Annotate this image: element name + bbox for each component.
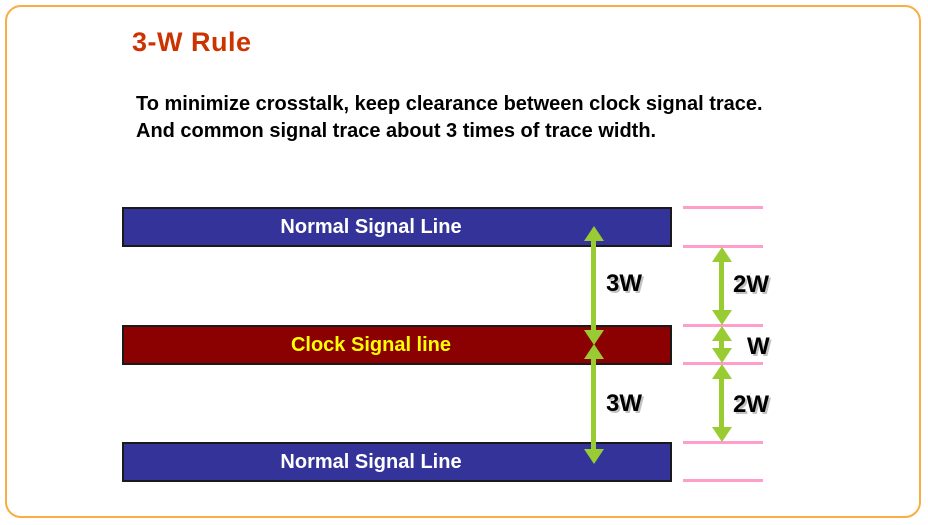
description-text: To minimize crosstalk, keep clearance be… (136, 91, 763, 145)
arrowhead-up-icon (712, 364, 732, 379)
bar-normal-signal-bottom-label: Normal Signal Line (280, 450, 462, 473)
label-3w-lower: 3W (606, 390, 642, 417)
arrow-3w-upper-icon (584, 226, 604, 345)
arrowhead-up-icon (712, 247, 732, 262)
arrow-2w-upper-icon (712, 247, 732, 325)
arrow-shaft (719, 374, 724, 432)
arrow-w-icon (712, 326, 732, 363)
bar-normal-signal-top-label: Normal Signal Line (280, 215, 462, 238)
pink-reference-line-5 (683, 441, 763, 444)
bar-normal-signal-top: Normal Signal Line (122, 207, 672, 247)
label-2w-upper: 2W (733, 271, 769, 298)
description-line-1: To minimize crosstalk, keep clearance be… (136, 93, 763, 115)
label-2w-lower: 2W (733, 391, 769, 418)
description-line-2: And common signal trace about 3 times of… (136, 120, 657, 142)
arrow-shaft (719, 257, 724, 315)
pink-reference-line-4 (683, 362, 763, 365)
arrowhead-up-icon (584, 344, 604, 359)
pink-reference-line-6 (683, 479, 763, 482)
arrowhead-down-icon (712, 348, 732, 363)
arrowhead-up-icon (584, 226, 604, 241)
label-3w-upper: 3W (606, 270, 642, 297)
arrowhead-down-icon (584, 330, 604, 345)
pink-reference-line-2 (683, 245, 763, 248)
pink-reference-line-1 (683, 206, 763, 209)
label-w: W (747, 333, 770, 360)
arrow-2w-lower-icon (712, 364, 732, 442)
arrow-shaft (591, 236, 596, 335)
arrow-shaft (719, 336, 724, 353)
pink-reference-line-3 (683, 324, 763, 327)
bar-normal-signal-bottom: Normal Signal Line (122, 442, 672, 482)
bar-clock-signal: Clock Signal line (122, 325, 672, 365)
arrow-3w-lower-icon (584, 344, 604, 464)
arrowhead-down-icon (584, 449, 604, 464)
bar-clock-signal-label: Clock Signal line (290, 333, 452, 356)
arrowhead-up-icon (712, 326, 732, 341)
arrowhead-down-icon (712, 310, 732, 325)
arrowhead-down-icon (712, 427, 732, 442)
arrow-shaft (591, 354, 596, 454)
page-title: 3-W Rule (132, 27, 252, 57)
